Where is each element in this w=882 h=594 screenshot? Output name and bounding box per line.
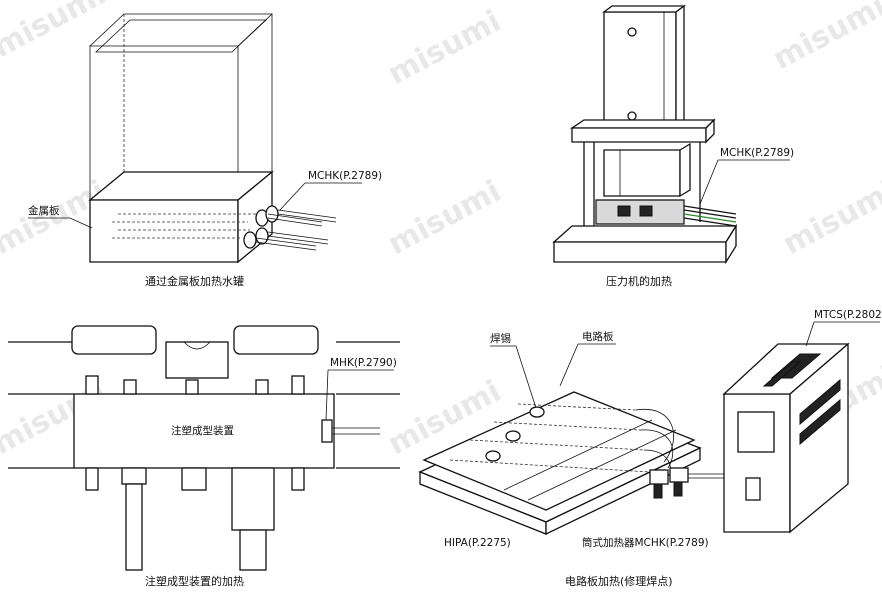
label-cartridge-heater: 筒式加热器MCHK(P.2789) (582, 536, 709, 549)
watermark-text: misumi (767, 0, 882, 77)
panel-pcb: 焊锡 电路板 MTCS(P.2802) HIPA(P.2275) 筒式加热器MC… (418, 309, 882, 588)
watermark-text: misumi (382, 174, 506, 262)
label-product-mchk: MCHK(P.2789) (308, 170, 382, 182)
panel-press: MCHK(P.2789) 压力机的加热 (552, 4, 794, 288)
watermark-text: misumi (0, 0, 112, 65)
press-drawing (552, 4, 790, 265)
label-metal-plate: 金属板 (28, 204, 60, 217)
label-hipa: HIPA(P.2275) (444, 537, 511, 549)
watermark-text: misumi (382, 4, 506, 92)
mold-drawing (8, 325, 400, 571)
panel-tank: 金属板 MCHK(P.2789) 通过金属板加热水罐 (28, 13, 382, 288)
label-mold-center: 注塑成型装置 (171, 424, 234, 437)
label-circuit-board: 电路板 (582, 330, 614, 343)
caption-press: 压力机的加热 (606, 274, 672, 288)
label-product-mhk: MHK(P.2790) (330, 357, 397, 369)
label-controller-mtcs: MTCS(P.2802) (814, 309, 882, 321)
tank-drawing (28, 13, 362, 264)
label-solder: 焊锡 (490, 332, 511, 345)
pcb-drawing (418, 321, 880, 536)
panel-mold: 注塑成型装置 MHK(P.2790) 注塑成型装置的加热 (8, 325, 400, 588)
caption-mold: 注塑成型装置的加热 (145, 574, 244, 588)
caption-tank: 通过金属板加热水罐 (145, 274, 244, 288)
label-product-mchk-press: MCHK(P.2789) (720, 147, 794, 159)
caption-pcb: 电路板加热(修理焊点) (565, 574, 673, 588)
watermark-text: misumi (777, 174, 882, 262)
